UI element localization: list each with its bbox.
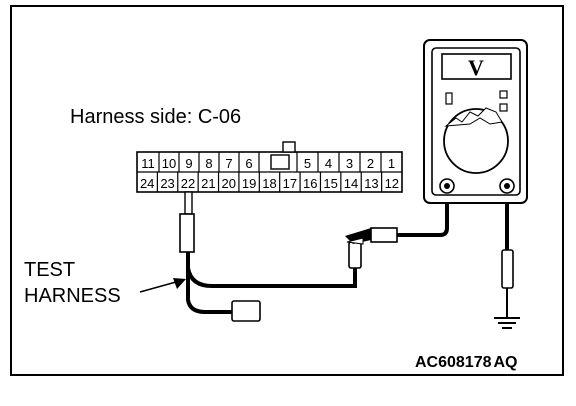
connector-pin-23: 23: [160, 176, 174, 191]
connector-pin-9: 9: [185, 156, 192, 171]
connector-pin-17: 17: [283, 176, 297, 191]
connector-pin-5: 5: [304, 156, 311, 171]
test-harness-probe: [179, 191, 195, 253]
test-harness-open-terminal: [231, 300, 261, 322]
connector-pin-19: 19: [242, 176, 256, 191]
meter-lead-positive: [397, 190, 449, 237]
connector-key: [282, 141, 296, 153]
ground-symbol-icon: [494, 317, 520, 329]
test-harness-label-line1: TEST: [24, 259, 75, 281]
test-harness-label-line2: HARNESS: [24, 285, 121, 307]
test-harness-wire-to-clip: [186, 252, 357, 288]
meter-button-left: [445, 92, 453, 105]
connector-pin-7: 7: [225, 156, 232, 171]
connector-pin-13: 13: [364, 176, 378, 191]
connector-lock: [270, 154, 290, 170]
connector-pin-16: 16: [303, 176, 317, 191]
meter-button-right-1: [499, 90, 508, 99]
connector-pin-4: 4: [325, 156, 332, 171]
harness-side-label: Harness side: C-06: [70, 106, 241, 128]
connector-pin-14: 14: [344, 176, 358, 191]
connector-pin-2: 2: [367, 156, 374, 171]
connector-pin-1: 1: [388, 156, 395, 171]
diagram-frame: [10, 5, 564, 376]
connector-pin-15: 15: [323, 176, 337, 191]
connector-pin-18: 18: [262, 176, 276, 191]
ground-probe: [501, 249, 514, 289]
connector-pin-8: 8: [205, 156, 212, 171]
connector-pin-22: 22: [181, 176, 195, 191]
connector-pin-3: 3: [346, 156, 353, 171]
meter-display: [441, 53, 512, 80]
connector-pin-20: 20: [221, 176, 235, 191]
test-harness-wire-branch: [186, 258, 232, 314]
connector-pin-6: 6: [245, 156, 252, 171]
connector-pin-12: 12: [385, 176, 399, 191]
connector-pin-10: 10: [162, 156, 176, 171]
voltmeter: V: [423, 39, 528, 204]
connector-pin-21: 21: [201, 176, 215, 191]
pointer-arrow-icon: [139, 278, 186, 293]
connector-pin-24: 24: [140, 176, 154, 191]
connector-pin-11: 11: [141, 156, 155, 171]
alligator-clip: [345, 227, 398, 269]
meter-button-right-2: [499, 103, 508, 112]
meter-voltage-symbol: V: [468, 55, 484, 80]
